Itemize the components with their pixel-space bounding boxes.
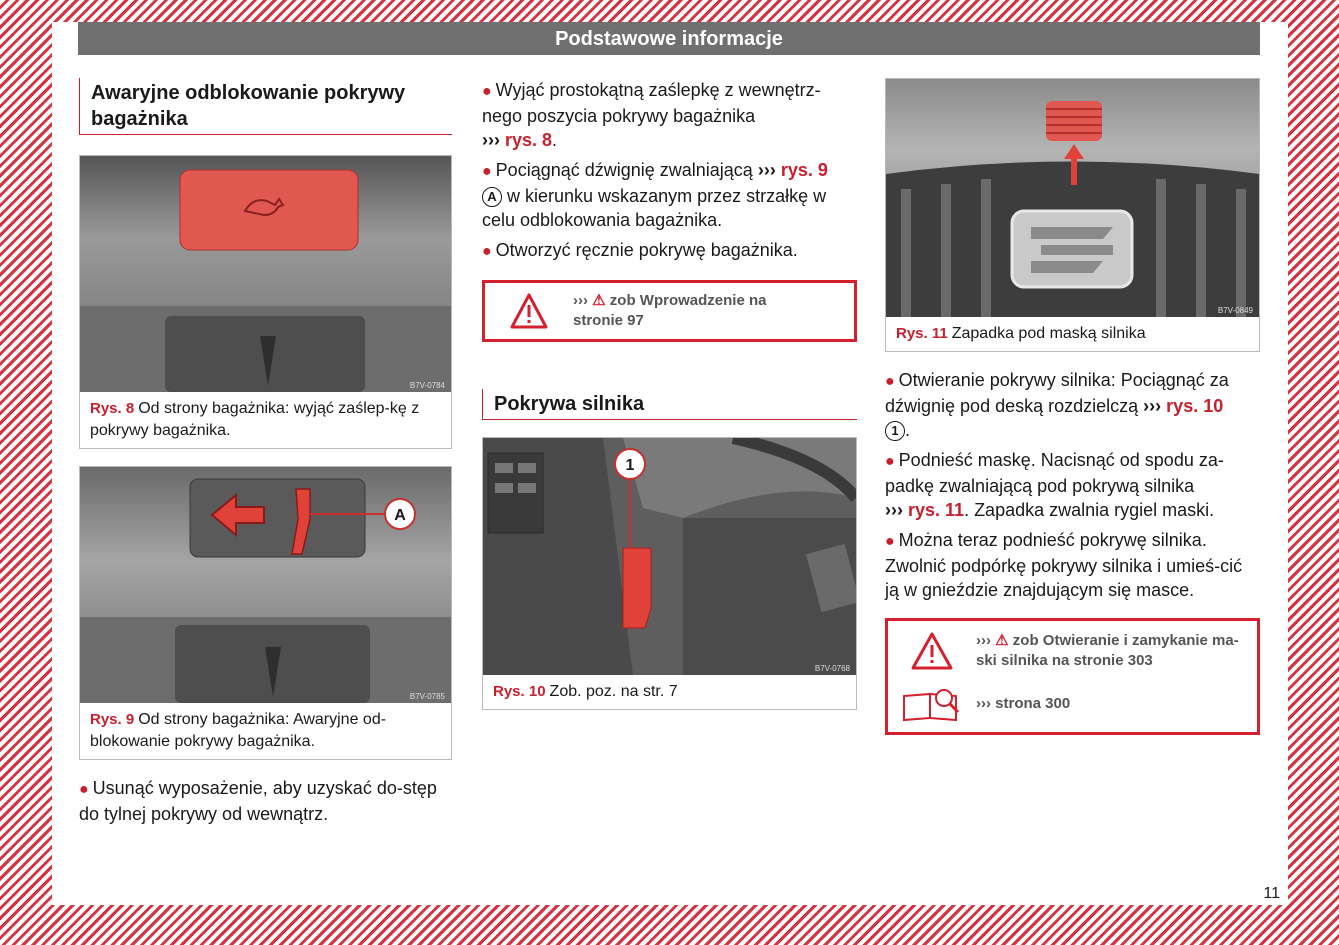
figure-code: B7V-0784 bbox=[410, 381, 446, 390]
warning-text[interactable]: ››› ⚠ zob Otwieranie i zamykanie ma-ski … bbox=[976, 632, 1239, 669]
page-header: Podstawowe informacje bbox=[78, 22, 1260, 55]
column-1: Awaryjne odblokowanie pokrywy bagażnika … bbox=[79, 78, 452, 826]
callout-circle: A bbox=[482, 187, 502, 208]
warning-text[interactable]: ››› ⚠ zob Wprowadzenie na stronie 97 bbox=[573, 292, 767, 329]
figure-reference-link[interactable]: rys. 9 bbox=[780, 160, 828, 180]
figure-reference-link[interactable]: rys. 10 bbox=[1166, 396, 1224, 416]
figure-code: B7V-0768 bbox=[815, 664, 851, 673]
caption-text: Od strony bagażnika: Awaryjne od-blokowa… bbox=[90, 711, 387, 750]
bullet-icon: ● bbox=[482, 243, 492, 260]
trunk-cover-image: B7V-0784 bbox=[80, 156, 451, 392]
hood-latch-image: B7V-0849 bbox=[886, 79, 1259, 317]
caption-text: Zapadka pod maską silnika bbox=[951, 325, 1146, 342]
figure-label: Rys. 10 bbox=[493, 683, 546, 700]
column-2: ●Wyjąć prostokątną zaślepkę z wewnętrz-n… bbox=[482, 78, 857, 710]
instruction-bullet: ●Wyjąć prostokątną zaślepkę z wewnętrz-n… bbox=[482, 80, 821, 150]
figure-label: Rys. 11 bbox=[896, 325, 948, 342]
section-title-hood: Pokrywa silnika bbox=[482, 389, 857, 420]
caption-text: Od strony bagażnika: wyjąć zaślep-kę z p… bbox=[90, 400, 420, 439]
figure-reference-link[interactable]: rys. 11 bbox=[908, 500, 965, 520]
figure-code: B7V-0849 bbox=[1218, 306, 1254, 315]
instruction-bullet: ●Otwieranie pokrywy silnika: Pociągnąć z… bbox=[885, 370, 1229, 442]
bullet-icon: ● bbox=[79, 781, 89, 798]
caption-text: Zob. poz. na str. 7 bbox=[549, 683, 678, 700]
instruction-bullet: ●Usunąć wyposażenie, aby uzyskać do-stęp… bbox=[79, 778, 437, 824]
reference-text[interactable]: ››› strona 300 bbox=[976, 694, 1071, 712]
callout-1: 1 bbox=[626, 457, 635, 474]
dashboard-lever-image: 1 B7V-0768 bbox=[483, 438, 856, 675]
warning-triangle-icon bbox=[888, 631, 976, 671]
instruction-bullet: ●Otworzyć ręcznie pokrywę bagażnika. bbox=[482, 240, 798, 260]
arrow-left-icon bbox=[210, 492, 265, 538]
bullet-icon: ● bbox=[885, 453, 895, 470]
instruction-bullet: ●Podnieść maskę. Nacisnąć od spodu za-pa… bbox=[885, 450, 1224, 520]
figure-label: Rys. 9 bbox=[90, 711, 135, 728]
bullet-icon: ● bbox=[482, 83, 492, 100]
book-magnifier-icon bbox=[888, 685, 976, 722]
instruction-bullet: ●Można teraz podnieść pokrywę silnika. Z… bbox=[885, 530, 1243, 600]
page: Podstawowe informacje Awaryjne odblokowa… bbox=[52, 22, 1288, 905]
instruction-bullet: ●Pociągnąć dźwignię zwalniającą ››› rys.… bbox=[482, 160, 828, 230]
figure-label: Rys. 8 bbox=[90, 400, 135, 417]
figure-reference-link[interactable]: rys. 8 bbox=[505, 130, 553, 150]
callout-a: A bbox=[394, 507, 406, 524]
callout-circle: 1 bbox=[885, 421, 905, 442]
bullet-icon: ● bbox=[885, 373, 895, 390]
section-title-trunk: Awaryjne odblokowanie pokrywy bagażnika bbox=[79, 78, 452, 135]
bullet-icon: ● bbox=[482, 163, 492, 180]
figure-code: B7V-0785 bbox=[410, 692, 446, 701]
page-number: 11 bbox=[1263, 885, 1280, 902]
trunk-release-image: A B7V-0785 bbox=[80, 467, 451, 703]
warning-box: ››› ⚠ zob Wprowadzenie na stronie 97 bbox=[482, 280, 857, 342]
warning-box: ››› ⚠ zob Otwieranie i zamykanie ma-ski … bbox=[885, 618, 1260, 735]
warning-triangle-icon bbox=[485, 292, 573, 330]
bullet-icon: ● bbox=[885, 533, 895, 550]
